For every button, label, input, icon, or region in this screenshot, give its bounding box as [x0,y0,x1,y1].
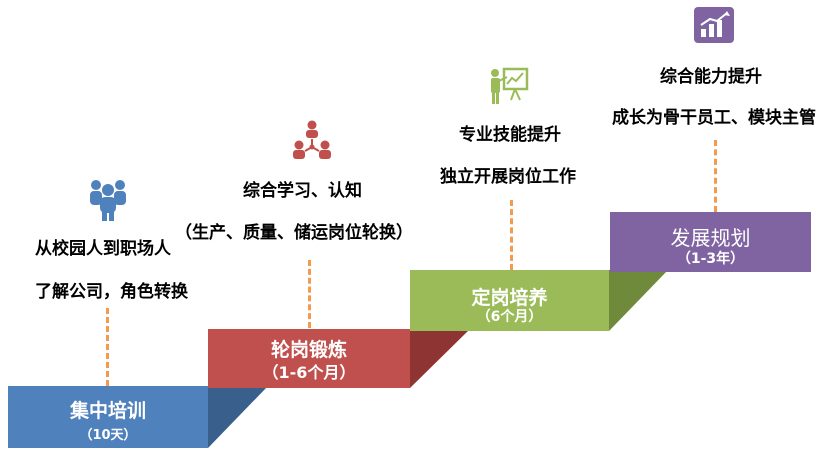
stage2-desc-line1: 综合学习、认知 [243,181,362,201]
step1-block [8,386,208,448]
step4-title: 发展规划 [670,226,751,250]
step4-duration: （1-3年） [676,251,745,267]
connector-2 [308,260,311,328]
step3-title: 定岗培养 [471,287,548,309]
stage2-desc-line2: （生产、质量、储运岗位轮换） [175,223,413,243]
step1-side-face [208,386,268,448]
connector-4 [714,140,717,212]
stage3-desc-line2: 独立开展岗位工作 [440,167,576,187]
step1-title: 集中培训 [69,400,146,422]
stage1-desc-line2: 了解公司，角色转换 [35,282,188,302]
step3-duration: （6个月） [476,309,543,325]
step2-title: 轮岗锻炼 [270,339,347,361]
step3-block [410,270,609,331]
stage4-desc-line2: 成长为骨干员工、模块主管 [612,108,816,128]
step1-duration: （10天） [79,428,137,443]
stage4-desc-line1: 综合能力提升 [660,67,762,87]
presenter-board-icon [491,67,529,104]
step3-side-face [609,270,668,331]
step2-block [208,329,410,388]
step4-block [610,212,811,272]
step2-duration: （1-6个月） [262,363,356,382]
connector-3 [510,200,513,270]
team-network-icon [293,120,331,159]
people-group-icon [90,180,126,221]
stage1-desc-line1: 从校园人到职场人 [35,239,171,259]
stage3-desc-line1: 专业技能提升 [459,125,561,145]
connector-1 [106,308,109,386]
step2-side-face [410,329,470,388]
growth-chart-icon [694,7,734,43]
